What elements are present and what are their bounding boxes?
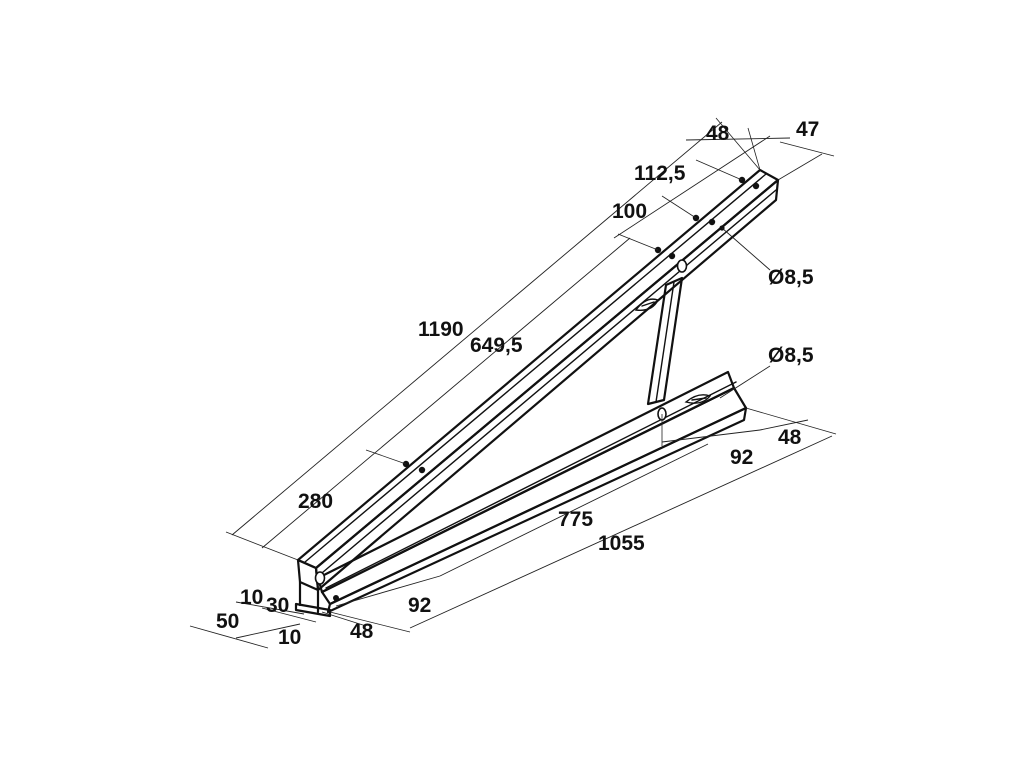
dim-rail-hole-spacing: 100: [612, 200, 647, 223]
dim-foot-total: 50: [216, 610, 239, 633]
dim-rail-hole-diameter: Ø8,5: [768, 266, 814, 289]
dim-rail-top-depth: 47: [796, 118, 819, 141]
slot: [676, 259, 688, 273]
dim-base-width-rear: 48: [778, 426, 802, 449]
dim-rail-segment-low: 280: [298, 490, 333, 513]
hole: [752, 182, 760, 190]
dim-foot-flange-top: 10: [240, 586, 263, 609]
foot-profile: [294, 558, 332, 618]
slot: [314, 571, 326, 585]
hole: [418, 466, 426, 474]
dim-foot-web: 30: [266, 594, 289, 617]
bracket-structure: [294, 168, 780, 618]
vertical-strut: [646, 276, 684, 406]
dim-base-offset-rear: 92: [730, 446, 753, 469]
hole: [708, 218, 716, 226]
bolt-fittings: [634, 298, 712, 404]
dim-rail-top-width: 48: [706, 122, 730, 145]
dim-base-offset-front: 92: [408, 594, 431, 617]
inclined-rail: [296, 168, 780, 592]
dim-rail-segment-long: 649,5: [470, 334, 523, 357]
hole: [333, 595, 339, 601]
dim-base-hole-diameter: Ø8,5: [768, 344, 814, 367]
dim-base-width-front: 48: [350, 620, 374, 643]
dim-base-total: 1055: [598, 532, 645, 555]
dim-rail-end-offset: 112,5: [634, 162, 686, 185]
hole: [668, 252, 676, 260]
dim-foot-flange-bottom: 10: [278, 626, 301, 649]
dimension-labels: 1190 649,5 280 100 112,5 48 47 Ø8,5 Ø8,5…: [216, 118, 819, 649]
dimension-lines: [189, 117, 837, 649]
dim-base-segment: 775: [558, 508, 593, 531]
dim-rail-total: 1190: [418, 318, 464, 341]
